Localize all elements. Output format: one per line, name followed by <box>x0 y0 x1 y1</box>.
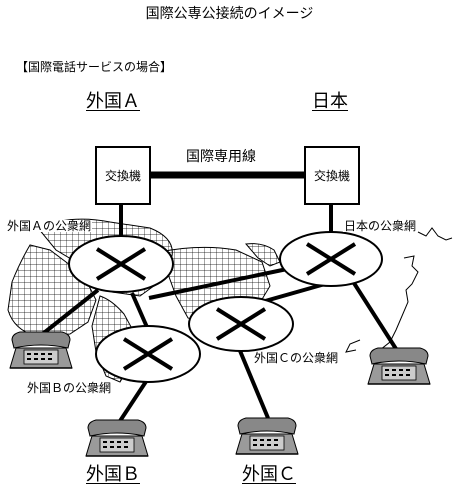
page-title: 国際公専公接続のイメージ <box>145 6 314 22</box>
network-japan <box>279 231 383 287</box>
exchange-label: 交換機 <box>313 169 350 183</box>
exchange-box-japan: 交換機 <box>304 146 360 205</box>
private-line-label: 国際専用線 <box>186 149 256 165</box>
exchange-box-a: 交換機 <box>95 146 151 205</box>
network-label-a: 外国Ａの公衆網 <box>6 219 93 233</box>
network-a <box>68 235 174 293</box>
telephone-icon <box>367 347 431 385</box>
network-label-b: 外国Ｂの公衆網 <box>26 381 113 395</box>
network-label-c: 外国Ｃの公衆網 <box>253 351 340 365</box>
telephone-icon <box>9 331 73 369</box>
country-label-japan: 日本 <box>312 91 348 112</box>
country-label-b: 外国Ｂ <box>86 464 140 485</box>
network-b <box>95 325 201 383</box>
telephone-icon <box>235 417 299 455</box>
subtitle: 【国際電話サービスの場合】 <box>16 60 173 74</box>
network-label-japan: 日本の公衆網 <box>343 219 418 233</box>
country-label-a: 外国Ａ <box>86 91 140 112</box>
network-c <box>188 296 294 352</box>
country-label-c: 外国Ｃ <box>242 464 296 485</box>
exchange-label: 交換機 <box>104 169 141 183</box>
telephone-icon <box>85 419 149 457</box>
japan-outline <box>345 227 453 357</box>
